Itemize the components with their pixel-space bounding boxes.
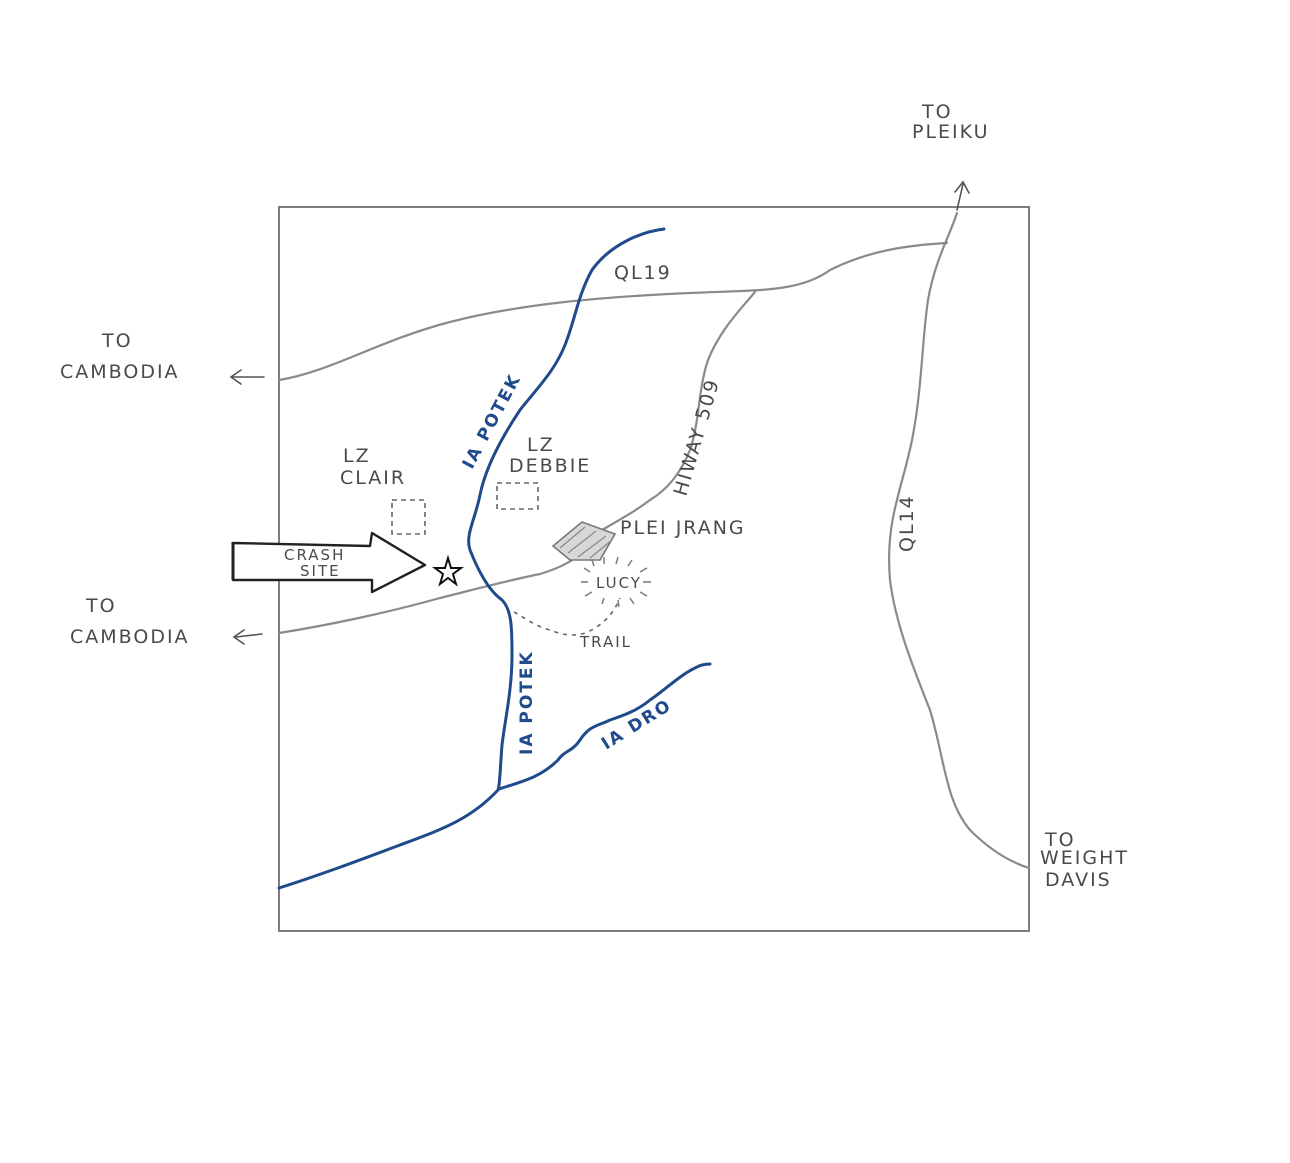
trail-path xyxy=(513,597,621,636)
label-to-weight-davis: TO WEIGHT DAVIS xyxy=(1040,829,1137,891)
label-ia-dro: IA DRO xyxy=(598,695,676,754)
label-ql19: QL19 xyxy=(614,262,672,284)
lz-clair-marker xyxy=(391,499,426,535)
label-plei-jrang: PLEI JRANG xyxy=(620,517,746,539)
label-hiway-509: HIWAY 509 xyxy=(670,376,725,498)
road-ql14 xyxy=(888,211,1031,870)
label-ql14: QL14 xyxy=(896,494,918,552)
north-arrow-icon xyxy=(954,180,970,211)
lucy-glow-icon xyxy=(581,556,651,608)
crash-site-star-icon xyxy=(432,554,464,587)
label-lucy: LUCY xyxy=(596,574,642,592)
label-crash-site: CRASH SITE xyxy=(284,546,352,580)
label-ia-potek-south: IA POTEK xyxy=(517,650,537,755)
road-south-to-cambodia xyxy=(277,548,587,635)
label-to-cambodia-south: TO CAMBODIA xyxy=(70,595,190,648)
road-hiway-509 xyxy=(583,290,757,542)
west-arrow-north-icon xyxy=(229,369,265,385)
label-lz-clair: LZ CLAIR xyxy=(340,445,406,489)
label-trail: TRAIL xyxy=(579,633,632,651)
lz-debbie-marker xyxy=(496,482,539,510)
road-ql19 xyxy=(277,241,949,382)
label-lz-debbie: LZ DEBBIE xyxy=(509,434,591,477)
west-arrow-south-icon xyxy=(232,629,263,645)
label-to-cambodia-north: TO CAMBODIA xyxy=(60,330,180,383)
crash-site-arrow-icon xyxy=(231,531,427,594)
label-to-pleiku: TO PLEIKU xyxy=(912,101,990,143)
plei-jrang-symbol-icon xyxy=(551,521,617,561)
river-ia-potek xyxy=(277,227,666,890)
river-ia-dro xyxy=(497,662,712,791)
